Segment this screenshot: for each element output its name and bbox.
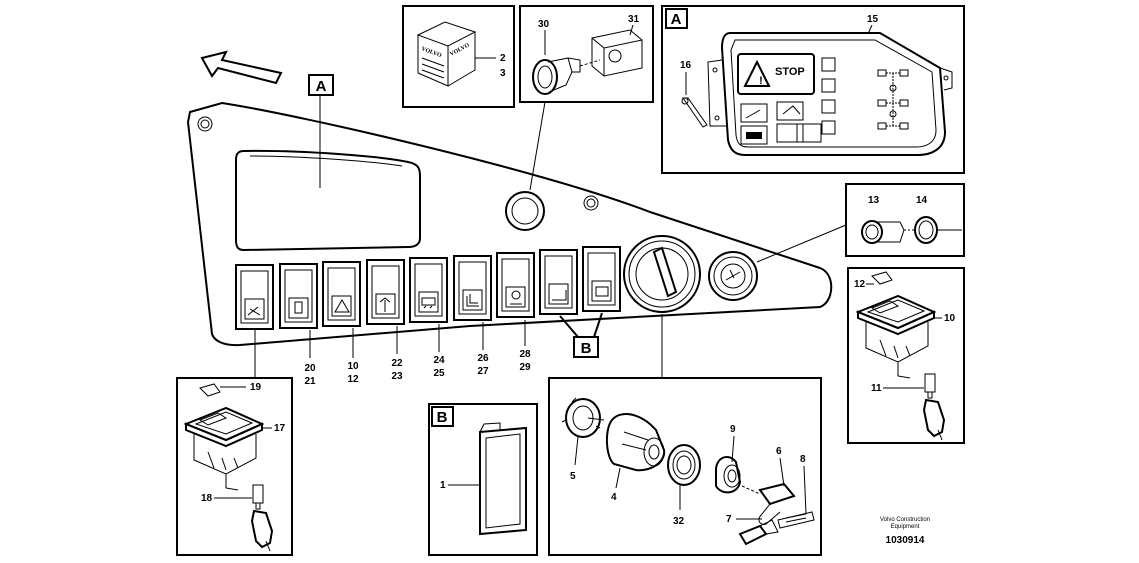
- indicator-lamp: [583, 195, 599, 211]
- detail-rocker-switch-right-box: 12 10 11: [847, 267, 965, 444]
- svg-text:Equipment: Equipment: [891, 524, 920, 530]
- svg-text:15: 15: [867, 14, 879, 25]
- svg-text:11: 11: [871, 383, 882, 394]
- svg-text:B: B: [437, 409, 448, 426]
- svg-text:12: 12: [347, 374, 359, 385]
- svg-text:19: 19: [250, 382, 262, 393]
- svg-text:1: 1: [440, 480, 446, 491]
- svg-text:7: 7: [726, 514, 732, 525]
- svg-text:14: 14: [916, 195, 928, 206]
- svg-text:2: 2: [500, 53, 506, 64]
- detail-knob-box: 30 31: [519, 5, 654, 103]
- detail-rocker-switch-left-box: 19 17 18: [176, 377, 293, 556]
- rotary-knob: [505, 191, 545, 231]
- warning-panel-indicators: [740, 57, 836, 145]
- svg-text:10: 10: [347, 361, 359, 372]
- svg-text:16: 16: [680, 60, 692, 71]
- svg-text:28: 28: [519, 349, 531, 360]
- svg-text:4: 4: [611, 492, 617, 503]
- direction-arrow: [200, 50, 283, 85]
- svg-text:13: 13: [868, 195, 880, 206]
- svg-text:3: 3: [500, 68, 506, 79]
- svg-text:29: 29: [519, 362, 531, 373]
- svg-text:24: 24: [433, 355, 445, 366]
- svg-text:27: 27: [477, 366, 489, 377]
- detail-ignition-parts-box: 5 4 32 9 6 8 7: [548, 377, 822, 556]
- footer: Volvo Construction Equipment 1030914: [880, 517, 930, 546]
- svg-text:31: 31: [628, 14, 640, 25]
- svg-text:!: !: [759, 75, 763, 87]
- svg-text:8: 8: [800, 454, 806, 465]
- detail-round-switch-box: 13 14: [845, 183, 965, 257]
- svg-text:21: 21: [304, 376, 316, 387]
- switch-number-labels: 20 21 10 12 22 23 24 25 26 27 28 29: [304, 349, 531, 387]
- svg-text:5: 5: [570, 471, 576, 482]
- svg-text:20: 20: [304, 363, 316, 374]
- svg-text:18: 18: [201, 493, 213, 504]
- detail-warning-panel-box: A 15 ! STOP: [661, 5, 965, 174]
- svg-text:Volvo Construction: Volvo Construction: [880, 517, 930, 523]
- svg-text:12: 12: [854, 279, 866, 290]
- detail-blank-switch-box: B 1: [428, 403, 538, 556]
- svg-text:26: 26: [477, 353, 489, 364]
- svg-text:6: 6: [776, 446, 782, 457]
- machine-diagram-icon: [877, 69, 909, 130]
- rocker-switch-row: [235, 246, 621, 330]
- svg-text:25: 25: [433, 368, 445, 379]
- ignition-switch: [623, 235, 701, 313]
- svg-text:10: 10: [944, 313, 956, 324]
- svg-text:17: 17: [274, 423, 286, 434]
- svg-text:23: 23: [391, 371, 403, 382]
- detail-cube-box: VOLVO VOLVO 2 3: [402, 5, 515, 108]
- svg-text:STOP: STOP: [775, 66, 805, 78]
- switch-leaders: [254, 95, 847, 378]
- svg-text:22: 22: [391, 358, 403, 369]
- callout-box-b-main: B: [573, 336, 599, 358]
- svg-text:32: 32: [673, 516, 685, 527]
- svg-text:30: 30: [538, 19, 550, 30]
- callout-box-a-main: A: [308, 74, 334, 96]
- drawing-code: 1030914: [886, 535, 925, 546]
- svg-text:9: 9: [730, 424, 736, 435]
- dashboard-panel: [186, 101, 833, 347]
- svg-text:A: A: [671, 11, 682, 28]
- svg-text:A: A: [316, 78, 327, 95]
- display-screen: [235, 149, 421, 252]
- round-switch: [708, 251, 758, 301]
- svg-text:B: B: [581, 340, 592, 357]
